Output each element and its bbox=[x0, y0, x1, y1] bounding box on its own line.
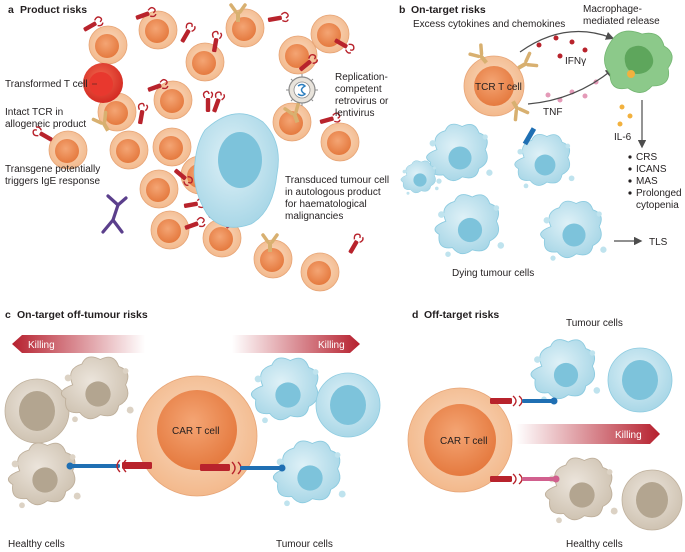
killing-arrow-d bbox=[516, 424, 660, 444]
label-intact-2: allogeneic product bbox=[5, 119, 86, 130]
label-macro-2: mediated release bbox=[583, 16, 660, 27]
healthy-cells-d bbox=[544, 457, 683, 531]
transformed-t-cell bbox=[83, 63, 123, 103]
killing-arrow-right bbox=[232, 335, 360, 353]
virus-icon bbox=[286, 74, 318, 106]
label-killing-d: Killing bbox=[615, 430, 642, 441]
label-intact-1: Intact TCR in bbox=[5, 107, 63, 118]
label-macro-1: Macrophage- bbox=[583, 4, 642, 15]
panel-d: d Off-target risks Tumour cells CAR T ce… bbox=[407, 309, 683, 550]
macrophage-icon bbox=[604, 30, 673, 93]
outcome-crs: CRS bbox=[636, 152, 657, 163]
panel-b-letter: b bbox=[399, 4, 405, 16]
tumour-cells-c bbox=[250, 357, 381, 507]
cytokine-dots bbox=[536, 35, 633, 127]
panel-a-letter: a bbox=[8, 4, 14, 16]
label-transformed: Transformed T cell bbox=[5, 79, 88, 90]
label-killing-right: Killing bbox=[318, 340, 345, 351]
car-t-cell-d bbox=[407, 387, 513, 493]
tumour-cell-icon bbox=[193, 90, 279, 228]
label-tls: TLS bbox=[649, 237, 668, 248]
panel-b-title: On-target risks bbox=[411, 4, 486, 16]
panel-a-title: Product risks bbox=[20, 4, 87, 16]
outcome-mas: MAS bbox=[636, 176, 658, 187]
panel-a: a Product risks bbox=[5, 3, 389, 292]
panel-c: c On-target off-tumour risks Killing Kil… bbox=[4, 309, 381, 550]
label-virus-3: retrovirus or bbox=[335, 96, 389, 107]
label-virus-1: Replication- bbox=[335, 72, 388, 83]
label-dying: Dying tumour cells bbox=[452, 268, 534, 279]
label-tumour-1: Transduced tumour cell bbox=[285, 175, 389, 186]
outcome-icans: ICANS bbox=[636, 164, 667, 175]
label-ifn: IFNγ bbox=[565, 56, 586, 67]
label-healthy-d: Healthy cells bbox=[566, 539, 623, 550]
panel-d-letter: d bbox=[412, 309, 418, 321]
dying-tumour-cells bbox=[400, 123, 608, 262]
label-car-cell-c: CAR T cell bbox=[172, 426, 219, 437]
panel-c-letter: c bbox=[5, 309, 11, 321]
killing-arrow-left bbox=[12, 335, 145, 353]
label-excess: Excess cytokines and chemokines bbox=[413, 19, 565, 30]
label-il6: IL-6 bbox=[614, 132, 632, 143]
label-killing-left: Killing bbox=[28, 340, 55, 351]
label-tumour-c: Tumour cells bbox=[276, 539, 333, 550]
label-tumour-3: for haematological bbox=[285, 199, 367, 210]
label-tumour-2: in autologous product bbox=[285, 187, 381, 198]
label-transgene-1: Transgene potentially bbox=[5, 164, 100, 175]
label-tumour-4: malignancies bbox=[285, 211, 343, 222]
panel-d-title: Off-target risks bbox=[424, 309, 499, 321]
outcome-cytopenia: cytopenia bbox=[636, 200, 679, 211]
label-tumour-d: Tumour cells bbox=[566, 318, 623, 329]
tcr-t-cell bbox=[463, 43, 539, 122]
outcome-list: CRS ICANS MAS Prolonged cytopenia bbox=[628, 152, 682, 211]
panel-c-title: On-target off-tumour risks bbox=[17, 309, 148, 321]
label-transgene-2: triggers IgE response bbox=[5, 176, 100, 187]
ige-antibody-icon bbox=[101, 194, 128, 234]
label-tnf: TNF bbox=[543, 107, 562, 118]
panel-b: b On-target risks Excess cytokines and c… bbox=[399, 4, 682, 279]
label-healthy-c: Healthy cells bbox=[8, 539, 65, 550]
tumour-cells-d bbox=[530, 338, 673, 413]
outcome-prolonged: Prolonged bbox=[636, 188, 682, 199]
label-virus-2: competent bbox=[335, 84, 382, 95]
label-virus-4: lentivirus bbox=[335, 108, 374, 119]
label-tcr-cell: TCR T cell bbox=[475, 82, 522, 93]
label-car-cell-d: CAR T cell bbox=[440, 436, 487, 447]
healthy-cells-c bbox=[4, 356, 135, 509]
